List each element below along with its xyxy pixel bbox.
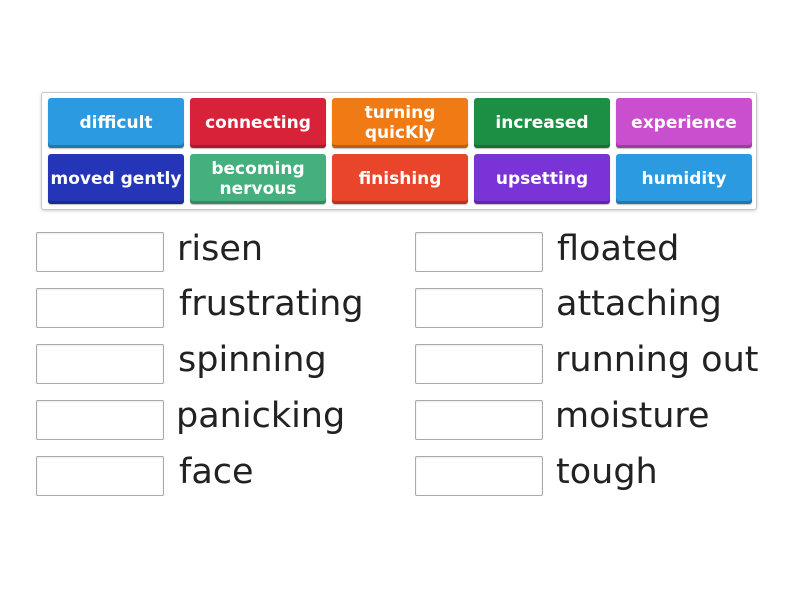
drop-slot[interactable] [415,232,543,272]
answer-tile[interactable]: moved gently [48,154,184,204]
answer-tile[interactable]: increased [474,98,610,148]
answer-tile[interactable]: upsetting [474,154,610,204]
drop-slot[interactable] [36,288,164,328]
drop-slot[interactable] [415,344,543,384]
prompt-word: attaching [556,284,722,324]
answer-tile[interactable]: humidity [616,154,752,204]
prompt-word: floated [557,229,680,269]
prompt-word: tough [556,452,658,492]
answer-tile[interactable]: connecting [190,98,326,148]
prompt-word: running out [555,340,759,380]
drop-slot[interactable] [36,456,164,496]
answer-tile[interactable]: turning quicKly [332,98,468,148]
answer-tile[interactable]: finishing [332,154,468,204]
drop-slot[interactable] [415,400,543,440]
drop-slot[interactable] [415,456,543,496]
prompt-word: moisture [555,396,710,436]
prompt-word: frustrating [179,284,364,324]
answer-tile-tray: difficult connecting turning quicKly inc… [41,92,757,210]
answer-tile[interactable]: difficult [48,98,184,148]
drop-slot[interactable] [36,400,164,440]
prompt-word: risen [177,229,264,269]
drop-slot[interactable] [36,232,164,272]
prompt-word: spinning [178,340,327,380]
prompt-word: face [179,452,254,492]
drop-slot[interactable] [36,344,164,384]
prompt-word: panicking [176,396,346,436]
answer-tile[interactable]: becoming nervous [190,154,326,204]
answer-tile[interactable]: experience [616,98,752,148]
drop-slot[interactable] [415,288,543,328]
